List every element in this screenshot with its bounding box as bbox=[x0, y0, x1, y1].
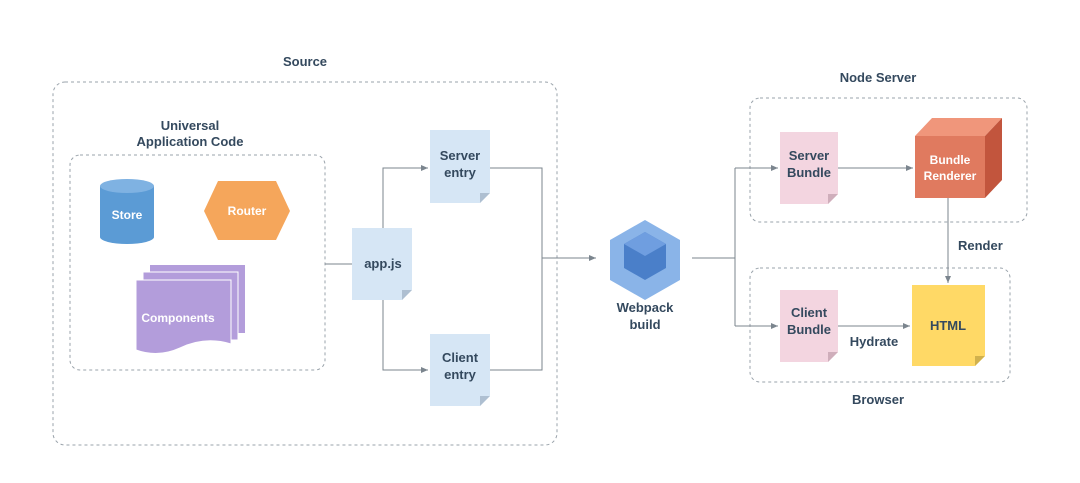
edge-app-to-client-entry bbox=[382, 300, 428, 373]
server-bundle-label-line2: Bundle bbox=[787, 165, 831, 180]
browser-group: Browser bbox=[749, 267, 1011, 407]
server-bundle-node: Server Bundle bbox=[780, 132, 838, 204]
hydrate-edge-label: Hydrate bbox=[850, 334, 898, 349]
client-entry-label-line2: entry bbox=[444, 367, 477, 382]
router-label: Router bbox=[228, 204, 267, 218]
webpack-label-line2: build bbox=[629, 317, 660, 332]
app-js-label: app.js bbox=[364, 256, 402, 271]
edge-entries-merge bbox=[490, 167, 543, 371]
components-node: Components bbox=[135, 265, 245, 354]
universal-label-line1: Universal bbox=[161, 118, 220, 133]
bundle-renderer-node: Bundle Renderer bbox=[915, 118, 1002, 198]
source-label: Source bbox=[283, 54, 327, 69]
edge-app-to-server-entry bbox=[382, 165, 428, 228]
client-entry-label-line1: Client bbox=[442, 350, 479, 365]
client-entry-node: Client entry bbox=[430, 334, 490, 406]
bundle-renderer-label-line1: Bundle bbox=[930, 153, 971, 167]
html-label: HTML bbox=[930, 318, 966, 333]
webpack-label-line1: Webpack bbox=[617, 300, 675, 315]
store-label: Store bbox=[112, 208, 143, 222]
client-bundle-label-line2: Bundle bbox=[787, 322, 831, 337]
app-js-node: app.js bbox=[352, 228, 412, 300]
node-server-group: Node Server bbox=[749, 70, 1028, 223]
server-entry-label-line1: Server bbox=[440, 148, 480, 163]
webpack-node: Webpack build bbox=[610, 220, 680, 332]
universal-code-group: Universal Application Code bbox=[69, 118, 326, 371]
server-entry-label-line2: entry bbox=[444, 165, 477, 180]
server-entry-node: Server entry bbox=[430, 130, 490, 203]
server-bundle-label-line1: Server bbox=[789, 148, 829, 163]
universal-label-line2: Application Code bbox=[137, 134, 244, 149]
store-node: Store bbox=[100, 179, 154, 244]
connectors bbox=[325, 165, 951, 373]
node-server-label: Node Server bbox=[840, 70, 917, 85]
components-label: Components bbox=[141, 311, 215, 325]
client-bundle-node: Client Bundle bbox=[780, 290, 838, 362]
client-bundle-label-line1: Client bbox=[791, 305, 828, 320]
bundle-renderer-label-line2: Renderer bbox=[924, 169, 977, 183]
router-node: Router bbox=[204, 181, 290, 240]
source-group: Source bbox=[52, 54, 558, 446]
html-node: HTML bbox=[912, 285, 985, 366]
browser-label: Browser bbox=[852, 392, 904, 407]
render-edge-label: Render bbox=[958, 238, 1003, 253]
